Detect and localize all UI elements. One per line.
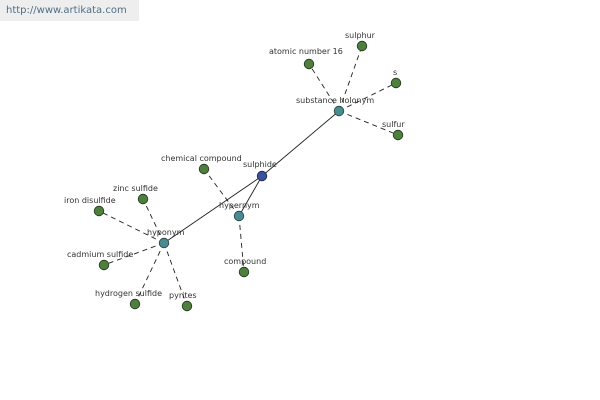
edge-holonym-sulphur (338, 45, 363, 112)
node-pyrites[interactable]: pyrites (169, 291, 197, 312)
node-sulphur[interactable]: sulphur (345, 31, 376, 52)
label-substance-holonym: substance holonym (296, 96, 374, 105)
edge-hypernym-chemical-compound (203, 168, 240, 217)
label-atomic-number-16: atomic number 16 (269, 47, 343, 56)
node-compound[interactable]: compound (224, 257, 266, 278)
node-zinc-sulfide[interactable]: zinc sulfide (113, 184, 158, 205)
label-pyrites: pyrites (169, 291, 197, 300)
node-iron-disulfide[interactable]: iron disulfide (64, 196, 116, 217)
label-sulphide: sulphide (243, 160, 277, 169)
label-cadmium-sulfide: cadmium sulfide (67, 250, 133, 259)
label-hydrogen-sulfide: hydrogen sulfide (95, 289, 162, 298)
edge-hyponym-pyrites (163, 242, 188, 307)
node-sulfur[interactable]: sulfur (382, 120, 405, 141)
edge-holonym-atomic-number-16 (308, 63, 340, 112)
node-substance-holonym[interactable]: substance holonym (296, 96, 374, 117)
edge-holonym-s (338, 82, 397, 112)
node-hyponym[interactable]: hyponym (147, 228, 185, 249)
edge-sulphide-hyponym (163, 175, 263, 244)
edge-sulphide-substance-holonym (261, 110, 340, 177)
edge-hyponym-iron-disulfide (98, 210, 165, 244)
label-sulfur: sulfur (382, 120, 405, 129)
node-s[interactable]: s (390, 68, 402, 89)
edge-hyponym-zinc-sulfide (142, 198, 165, 244)
label-zinc-sulfide: zinc sulfide (113, 184, 158, 193)
node-sulphide[interactable]: sulphide (243, 160, 277, 182)
label-hyponym: hyponym (147, 228, 185, 237)
edge-hypernym-compound (238, 215, 245, 273)
label-iron-disulfide: iron disulfide (64, 196, 116, 205)
edge-holonym-sulfur (338, 110, 399, 136)
site-url-watermark: http://www.artikata.com (0, 0, 139, 21)
label-sulphur: sulphur (345, 31, 376, 40)
label-chemical-compound: chemical compound (161, 154, 242, 163)
edge-hyponym-hydrogen-sulfide (134, 242, 165, 305)
label-hypernym: hypernym (219, 201, 260, 210)
node-atomic-number-16[interactable]: atomic number 16 (269, 47, 343, 70)
node-hypernym[interactable]: hypernym (219, 201, 260, 222)
edge-hyponym-cadmium-sulfide (103, 242, 165, 266)
label-compound: compound (224, 257, 266, 266)
node-chemical-compound[interactable]: chemical compound (161, 154, 242, 175)
node-cadmium-sulfide[interactable]: cadmium sulfide (67, 250, 133, 271)
label-s: s (393, 68, 397, 77)
edge-sulphide-hypernym (238, 175, 263, 217)
node-hydrogen-sulfide[interactable]: hydrogen sulfide (95, 289, 162, 310)
